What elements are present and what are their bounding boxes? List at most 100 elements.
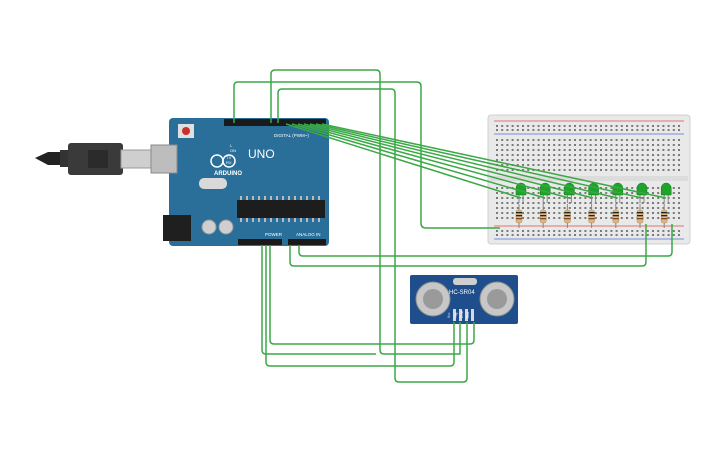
breadboard-hole[interactable]: [553, 212, 556, 214]
breadboard-hole[interactable]: [610, 230, 613, 232]
breadboard-hole[interactable]: [558, 197, 561, 199]
breadboard-hole[interactable]: [537, 159, 540, 161]
breadboard-hole[interactable]: [506, 202, 509, 204]
breadboard-hole[interactable]: [600, 234, 602, 236]
breadboard-hole[interactable]: [589, 159, 592, 161]
breadboard-hole[interactable]: [542, 234, 545, 236]
breadboard-hole[interactable]: [527, 169, 530, 171]
breadboard-hole[interactable]: [589, 149, 592, 151]
breadboard-hole[interactable]: [626, 139, 628, 141]
breadboard-hole[interactable]: [610, 212, 613, 214]
breadboard-hole[interactable]: [506, 187, 509, 189]
breadboard-hole[interactable]: [532, 164, 535, 166]
breadboard-hole[interactable]: [574, 207, 576, 209]
breadboard-hole[interactable]: [678, 187, 680, 189]
breadboard-hole[interactable]: [605, 212, 608, 214]
breadboard-hole[interactable]: [558, 230, 561, 232]
breadboard-hole[interactable]: [631, 164, 634, 166]
wire-trig[interactable]: [270, 69, 461, 355]
breadboard-hole[interactable]: [641, 154, 644, 156]
breadboard-hole[interactable]: [667, 164, 670, 166]
breadboard-hole[interactable]: [574, 169, 576, 171]
breadboard-hole[interactable]: [646, 154, 649, 156]
breadboard-hole[interactable]: [496, 129, 498, 131]
breadboard-hole[interactable]: [657, 202, 660, 204]
breadboard-hole[interactable]: [574, 125, 576, 127]
breadboard-hole[interactable]: [563, 129, 566, 131]
breadboard-hole[interactable]: [610, 202, 613, 204]
breadboard-hole[interactable]: [506, 159, 509, 161]
breadboard-hole[interactable]: [652, 234, 654, 236]
breadboard-hole[interactable]: [672, 169, 675, 171]
breadboard-hole[interactable]: [506, 144, 509, 146]
breadboard-hole[interactable]: [610, 234, 613, 236]
breadboard-hole[interactable]: [568, 149, 571, 151]
breadboard-hole[interactable]: [496, 192, 498, 194]
breadboard-hole[interactable]: [522, 154, 524, 156]
breadboard-hole[interactable]: [563, 159, 566, 161]
breadboard-hole[interactable]: [496, 139, 498, 141]
breadboard-hole[interactable]: [522, 217, 524, 219]
breadboard-hole[interactable]: [506, 169, 509, 171]
breadboard-hole[interactable]: [516, 154, 519, 156]
breadboard-hole[interactable]: [626, 202, 628, 204]
breadboard-hole[interactable]: [646, 230, 649, 232]
resistor[interactable]: [660, 209, 668, 224]
breadboard-hole[interactable]: [631, 159, 634, 161]
breadboard-hole[interactable]: [678, 154, 680, 156]
breadboard-hole[interactable]: [646, 144, 649, 146]
breadboard-hole[interactable]: [646, 159, 649, 161]
breadboard-hole[interactable]: [568, 164, 571, 166]
breadboard-hole[interactable]: [558, 129, 561, 131]
breadboard-hole[interactable]: [553, 139, 556, 141]
breadboard-hole[interactable]: [672, 230, 675, 232]
breadboard-hole[interactable]: [501, 197, 504, 199]
breadboard-hole[interactable]: [548, 202, 550, 204]
breadboard-hole[interactable]: [548, 125, 550, 127]
sensor-pins[interactable]: [453, 309, 474, 321]
breadboard-hole[interactable]: [548, 159, 550, 161]
breadboard-hole[interactable]: [641, 234, 644, 236]
breadboard-hole[interactable]: [620, 207, 623, 209]
breadboard-hole[interactable]: [496, 154, 498, 156]
breadboard-hole[interactable]: [678, 159, 680, 161]
breadboard-hole[interactable]: [563, 139, 566, 141]
breadboard-hole[interactable]: [553, 192, 556, 194]
breadboard-hole[interactable]: [620, 144, 623, 146]
breadboard-hole[interactable]: [610, 159, 613, 161]
breadboard-hole[interactable]: [605, 187, 608, 189]
breadboard-hole[interactable]: [620, 197, 623, 199]
resistor[interactable]: [588, 209, 595, 224]
ultrasonic-sensor[interactable]: HC-SR04 Vcc Trig Echo Gnd: [410, 275, 518, 324]
breadboard-hole[interactable]: [641, 159, 644, 161]
breadboard-hole[interactable]: [496, 144, 498, 146]
breadboard-hole[interactable]: [594, 234, 597, 236]
breadboard-hole[interactable]: [542, 144, 545, 146]
breadboard-hole[interactable]: [626, 154, 628, 156]
breadboard-hole[interactable]: [522, 144, 524, 146]
breadboard-hole[interactable]: [496, 149, 498, 151]
breadboard-hole[interactable]: [496, 234, 498, 236]
breadboard-hole[interactable]: [641, 125, 644, 127]
breadboard-hole[interactable]: [584, 187, 587, 189]
breadboard-hole[interactable]: [631, 144, 634, 146]
breadboard-hole[interactable]: [631, 207, 634, 209]
breadboard-hole[interactable]: [600, 197, 602, 199]
breadboard-hole[interactable]: [667, 207, 670, 209]
breadboard-hole[interactable]: [537, 139, 540, 141]
breadboard-hole[interactable]: [620, 129, 623, 131]
breadboard-hole[interactable]: [542, 169, 545, 171]
breadboard-hole[interactable]: [594, 207, 597, 209]
breadboard-hole[interactable]: [600, 125, 602, 127]
breadboard-hole[interactable]: [672, 187, 675, 189]
resistor[interactable]: [612, 209, 620, 224]
breadboard-hole[interactable]: [516, 139, 519, 141]
breadboard-hole[interactable]: [532, 202, 535, 204]
breadboard-hole[interactable]: [537, 164, 540, 166]
breadboard-hole[interactable]: [620, 230, 623, 232]
breadboard-hole[interactable]: [610, 164, 613, 166]
breadboard-hole[interactable]: [496, 212, 498, 214]
breadboard-hole[interactable]: [646, 197, 649, 199]
breadboard-hole[interactable]: [678, 217, 680, 219]
breadboard-hole[interactable]: [662, 169, 665, 171]
